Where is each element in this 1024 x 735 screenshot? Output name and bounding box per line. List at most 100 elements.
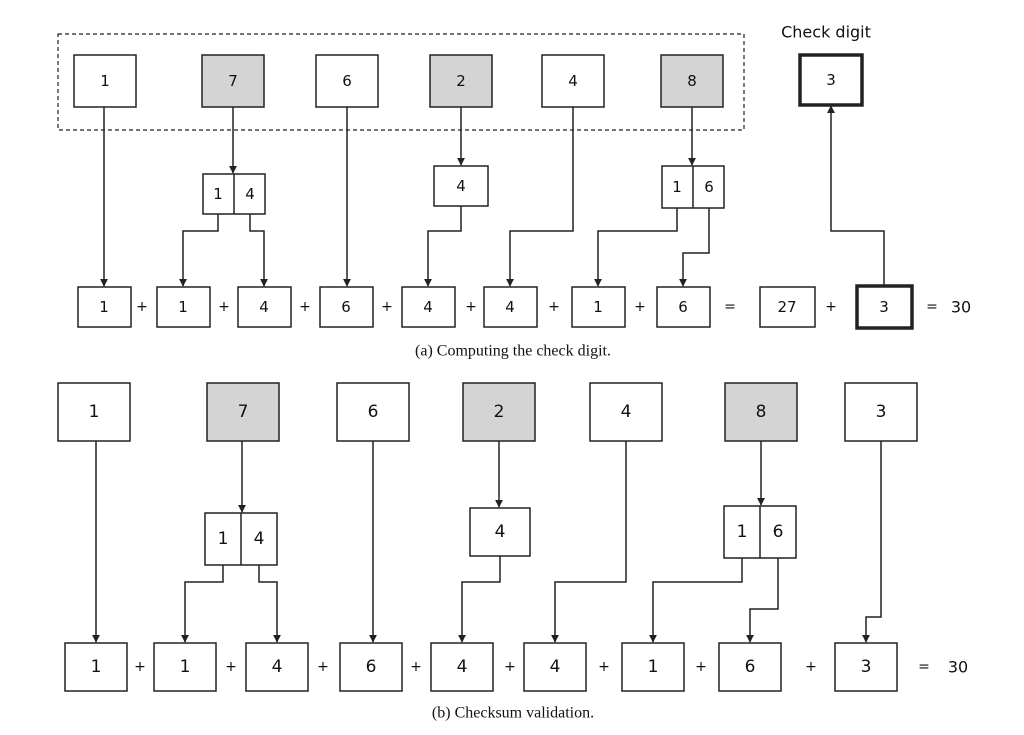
- doubled-single-box: 4: [469, 507, 531, 557]
- svg-text:4: 4: [568, 72, 578, 90]
- svg-text:4: 4: [495, 522, 506, 542]
- svg-text:1: 1: [91, 657, 102, 677]
- plus-sign: +: [695, 659, 707, 675]
- plus-sign: +: [381, 299, 393, 315]
- svg-text:6: 6: [704, 178, 714, 196]
- svg-text:4: 4: [550, 657, 561, 677]
- plus-sign: +: [504, 659, 516, 675]
- svg-text:3: 3: [876, 402, 887, 422]
- plus-sign: +: [225, 659, 237, 675]
- svg-text:1: 1: [99, 298, 109, 316]
- input-digit-box: 7: [201, 54, 265, 108]
- total-value: 30: [948, 658, 968, 677]
- input-digit-box: 1: [57, 382, 131, 442]
- sum-term-box: 4: [430, 642, 494, 692]
- svg-text:4: 4: [254, 529, 265, 549]
- svg-text:3: 3: [826, 71, 836, 89]
- svg-text:27: 27: [777, 298, 796, 316]
- sum-term-box: 4: [237, 286, 292, 328]
- svg-text:1: 1: [737, 522, 748, 542]
- svg-text:4: 4: [621, 402, 632, 422]
- input-digit-box: 4: [589, 382, 663, 442]
- input-digit-box: 6: [315, 54, 379, 108]
- plus-sign: +: [410, 659, 422, 675]
- doubled-split-box: 1 6: [661, 165, 725, 209]
- doubled-split-box: 1 4: [204, 512, 278, 566]
- svg-text:6: 6: [366, 657, 377, 677]
- input-digit-box: 6: [336, 382, 410, 442]
- sum-term-box: 4: [245, 642, 309, 692]
- svg-text:1: 1: [218, 529, 229, 549]
- svg-text:4: 4: [245, 185, 255, 203]
- sum-term-box: 6: [718, 642, 782, 692]
- caption-b: (b) Checksum validation.: [432, 705, 594, 722]
- svg-text:4: 4: [456, 177, 466, 195]
- svg-text:8: 8: [756, 402, 767, 422]
- svg-text:7: 7: [238, 402, 249, 422]
- caption-a: (a) Computing the check digit.: [415, 343, 611, 360]
- flow-arrows: [92, 441, 882, 643]
- panel-a: Check digit 1 7 6 2 4 8 3: [57, 23, 971, 360]
- svg-text:4: 4: [259, 298, 269, 316]
- svg-text:3: 3: [879, 298, 889, 316]
- svg-text:4: 4: [457, 657, 468, 677]
- plus-sign: +: [805, 659, 817, 675]
- svg-text:8: 8: [687, 72, 697, 90]
- svg-text:1: 1: [178, 298, 188, 316]
- plus-sign: +: [598, 659, 610, 675]
- plus-sign: +: [299, 299, 311, 315]
- svg-text:6: 6: [341, 298, 351, 316]
- equals-sign: =: [926, 299, 938, 315]
- plus-sign: +: [825, 299, 837, 315]
- svg-text:4: 4: [423, 298, 433, 316]
- svg-text:1: 1: [593, 298, 603, 316]
- sum-term-box: 1: [571, 286, 626, 328]
- svg-text:1: 1: [89, 402, 100, 422]
- input-digit-box: 4: [541, 54, 605, 108]
- svg-text:2: 2: [494, 402, 505, 422]
- total-value: 30: [951, 298, 971, 317]
- sum-term-box: 6: [339, 642, 403, 692]
- sum-term-box: 6: [319, 286, 374, 328]
- plus-sign: +: [634, 299, 646, 315]
- plus-sign: +: [548, 299, 560, 315]
- input-digit-box: 2: [429, 54, 493, 108]
- svg-text:4: 4: [505, 298, 515, 316]
- input-group-outline: [57, 33, 745, 131]
- sum-term-box: 4: [483, 286, 538, 328]
- plus-sign: +: [317, 659, 329, 675]
- sum-term-box: 1: [153, 642, 217, 692]
- svg-text:6: 6: [678, 298, 688, 316]
- svg-text:4: 4: [272, 657, 283, 677]
- input-digit-box: 2: [462, 382, 536, 442]
- equals-sign: =: [724, 299, 736, 315]
- svg-text:6: 6: [368, 402, 379, 422]
- svg-text:6: 6: [342, 72, 352, 90]
- sum-term-box: 4: [401, 286, 456, 328]
- check-digit-box: 3: [798, 53, 864, 107]
- sum-term-box: 1: [77, 286, 132, 328]
- panel-b: 1 7 6 2 4 8 3 1 4 4 1 6 1 + 1 + 4 + 6 +: [57, 382, 968, 722]
- input-digit-box: 3: [844, 382, 918, 442]
- input-digit-box: 8: [724, 382, 798, 442]
- svg-text:3: 3: [861, 657, 872, 677]
- sum-term-box: 1: [621, 642, 685, 692]
- check-digit-label: Check digit: [781, 23, 871, 42]
- plus-sign: +: [134, 659, 146, 675]
- sum-term-box: 4: [523, 642, 587, 692]
- plus-sign: +: [218, 299, 230, 315]
- flow-arrows: [100, 105, 885, 287]
- input-digit-box: 7: [206, 382, 280, 442]
- svg-text:6: 6: [773, 522, 784, 542]
- doubled-split-box: 1 6: [723, 505, 797, 559]
- svg-text:1: 1: [648, 657, 659, 677]
- svg-text:1: 1: [180, 657, 191, 677]
- svg-text:2: 2: [456, 72, 466, 90]
- svg-text:1: 1: [100, 72, 110, 90]
- sum-term-box: 3: [834, 642, 898, 692]
- sum-term-box: 1: [156, 286, 211, 328]
- sum-term-box: 6: [656, 286, 711, 328]
- svg-text:1: 1: [672, 178, 682, 196]
- input-digit-box: 8: [660, 54, 724, 108]
